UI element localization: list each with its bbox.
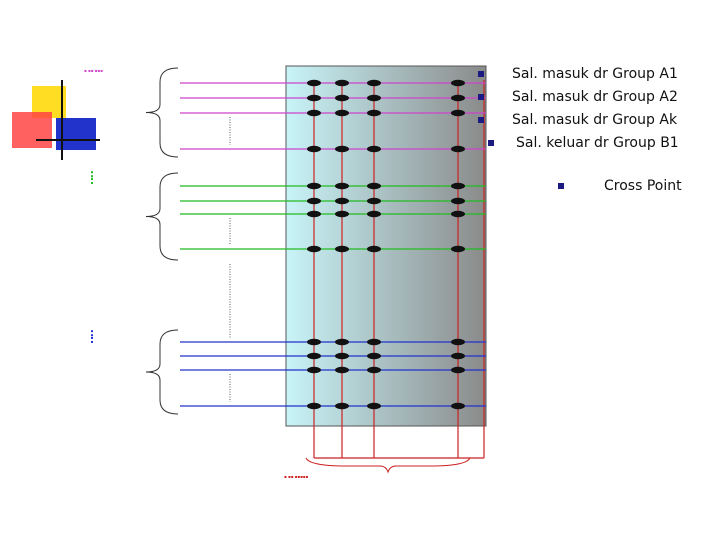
legend-list: Sal. masuk dr Group A1 Sal. masuk dr Gro… — [478, 63, 708, 155]
group-brace — [145, 172, 179, 261]
crosspoint-dot — [367, 210, 381, 218]
crosspoint-dot — [451, 352, 465, 360]
crosspoint-dot — [307, 366, 321, 374]
crosspoint-dot — [451, 402, 465, 410]
crosspoint-dot — [335, 366, 349, 374]
crosspoint-dot — [307, 402, 321, 410]
label-group-a2: ▪ ▪▪ ▪ — [90, 170, 96, 185]
crosspoint-dot — [367, 197, 381, 205]
legend-item-text: Sal. masuk dr Group Ak — [512, 112, 678, 128]
crosspoint-dot — [451, 79, 465, 87]
crosspoint-dot — [451, 94, 465, 102]
crosspoint-dot — [451, 145, 465, 153]
crosspoint-dot — [307, 245, 321, 253]
crosspoint-dot — [335, 94, 349, 102]
crosspoint-dot — [335, 79, 349, 87]
output-brace — [305, 457, 471, 474]
group-brace — [145, 67, 179, 158]
crosspoint-dot — [451, 338, 465, 346]
crosspoint-dot — [451, 182, 465, 190]
bullet-square-icon — [478, 117, 484, 123]
crosspoints — [307, 79, 465, 410]
label-outputs: ▪ ▪▪ ▪▪▪▪▪ — [284, 474, 309, 479]
bullet-square-icon — [488, 140, 494, 146]
crosspoint-dot — [335, 338, 349, 346]
legend-item: Sal. masuk dr Group Ak — [478, 109, 708, 132]
crosspoint-dot — [335, 109, 349, 117]
crosspoint-dot — [307, 79, 321, 87]
crosspoint-dot — [307, 338, 321, 346]
crosspoint-dot — [335, 210, 349, 218]
crosspoint-dot — [335, 352, 349, 360]
crosspoint-dot — [307, 182, 321, 190]
legend-item: Sal. masuk dr Group A1 — [478, 63, 708, 86]
crosspoint-dot — [451, 109, 465, 117]
group-brace — [145, 329, 179, 415]
crosspoint-dot — [335, 182, 349, 190]
crosspoint-dot — [451, 366, 465, 374]
crosspoint-dot — [367, 245, 381, 253]
crosspoint-dot — [367, 402, 381, 410]
crosspoint-dot — [335, 197, 349, 205]
wires — [180, 80, 486, 459]
crosspoint-dot — [367, 366, 381, 374]
crosspoint-dot — [307, 94, 321, 102]
braces — [145, 67, 471, 474]
crosspoint-dot — [335, 402, 349, 410]
crosspoint-dot — [367, 182, 381, 190]
crosspoint-dot — [451, 210, 465, 218]
crosspoint-dot — [367, 94, 381, 102]
crosspoint-dot — [307, 210, 321, 218]
cross-point-label: Cross Point — [604, 178, 682, 194]
crosspoint-dot — [307, 352, 321, 360]
crosspoint-dot — [367, 79, 381, 87]
crosspoint-dot — [451, 197, 465, 205]
legend-item-text: Sal. masuk dr Group A2 — [512, 89, 678, 105]
crosspoint-dot — [367, 338, 381, 346]
label-group-ak: ▪ ▪▪ ▪ — [90, 329, 96, 344]
crosspoint-dot — [307, 197, 321, 205]
crosspoint-dot — [335, 245, 349, 253]
label-group-a1: ▪ ▪▪ ▪▪▪ — [84, 68, 103, 73]
logo-red-square — [12, 112, 52, 148]
crosspoint-dot — [307, 109, 321, 117]
slide-logo — [12, 80, 100, 160]
legend-item-text: Sal. masuk dr Group A1 — [512, 66, 678, 82]
crosspoint-dot — [367, 352, 381, 360]
bullet-square-icon — [478, 94, 484, 100]
crosspoint-dot — [451, 245, 465, 253]
crosspoint-dot — [307, 145, 321, 153]
crosspoint-dot — [367, 145, 381, 153]
crosspoint-dot — [335, 145, 349, 153]
legend-item: Sal. masuk dr Group A2 — [478, 86, 708, 109]
legend-item: Sal. keluar dr Group B1 — [478, 132, 708, 155]
legend-item-text: Sal. keluar dr Group B1 — [516, 135, 679, 151]
crosspoint-dot — [367, 109, 381, 117]
bullet-square-icon — [558, 183, 564, 189]
bullet-square-icon — [478, 71, 484, 77]
switch-panel — [285, 65, 487, 427]
